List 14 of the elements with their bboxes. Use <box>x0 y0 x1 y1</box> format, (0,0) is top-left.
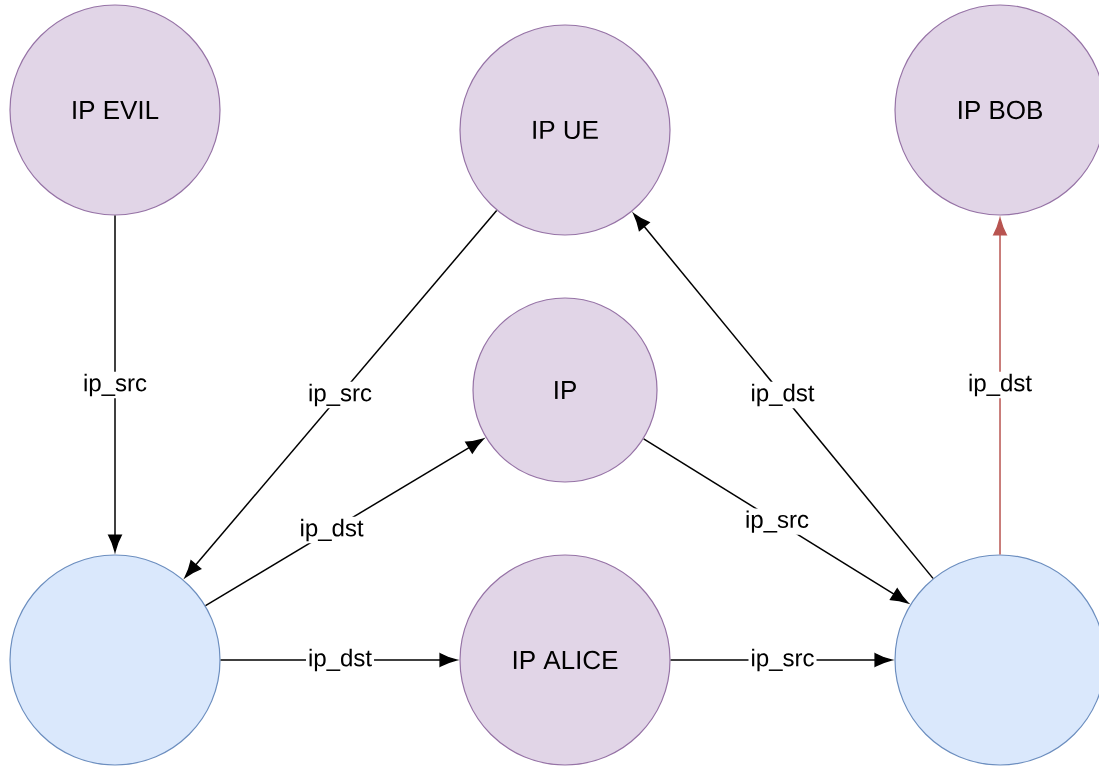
edge-label: ip_dst <box>306 646 375 674</box>
host-circle <box>894 554 1099 766</box>
arrow <box>633 213 934 580</box>
edge-label: ip_src <box>743 508 811 535</box>
edge-label: ip_src <box>306 381 374 409</box>
arrow <box>184 209 498 578</box>
arrow <box>993 217 1007 556</box>
arrow <box>108 214 122 553</box>
edge-label: ip_src <box>748 646 817 674</box>
edge-label: ip_dst <box>966 371 1035 399</box>
edge-label: ip_src <box>81 371 149 399</box>
edge-label: ip_dst <box>297 516 366 544</box>
host-circle <box>9 554 221 766</box>
edge-label: ip_dst <box>748 381 817 409</box>
